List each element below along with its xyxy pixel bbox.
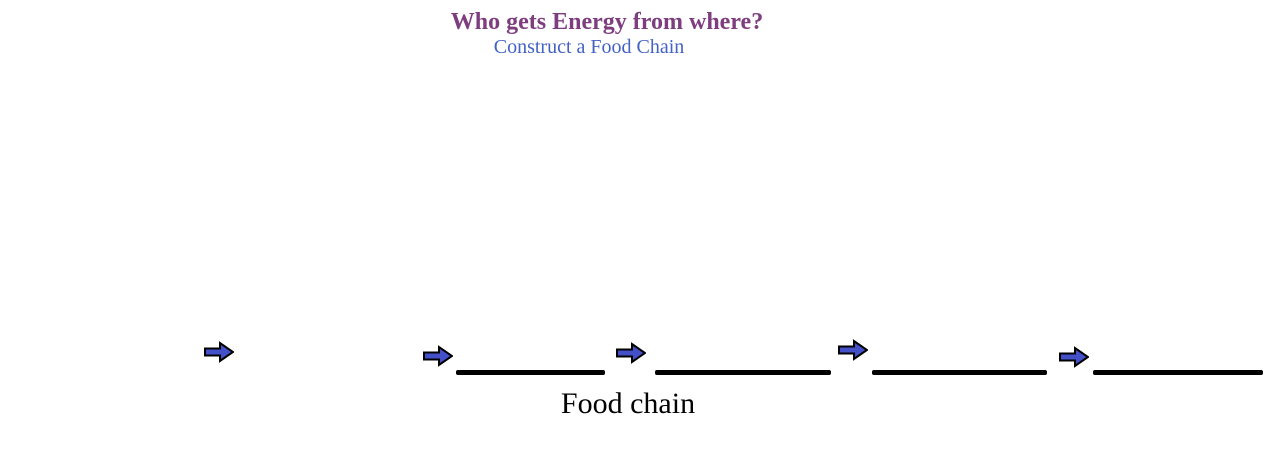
- right-block-arrow-icon: [838, 339, 868, 361]
- right-block-arrow-icon: [1059, 346, 1089, 368]
- food-chain-blank-4: [1093, 370, 1263, 375]
- right-block-arrow-icon: [616, 342, 646, 364]
- food-chain-blank-1: [456, 370, 605, 375]
- slide-subtitle: Construct a Food Chain: [493, 36, 685, 58]
- right-block-arrow-icon: [204, 341, 234, 363]
- food-chain-caption: Food chain: [560, 387, 696, 420]
- food-chain-blank-2: [655, 370, 831, 375]
- food-chain-blank-3: [872, 370, 1047, 375]
- slide-title: Who gets Energy from where?: [450, 9, 764, 35]
- right-block-arrow-icon: [423, 345, 453, 367]
